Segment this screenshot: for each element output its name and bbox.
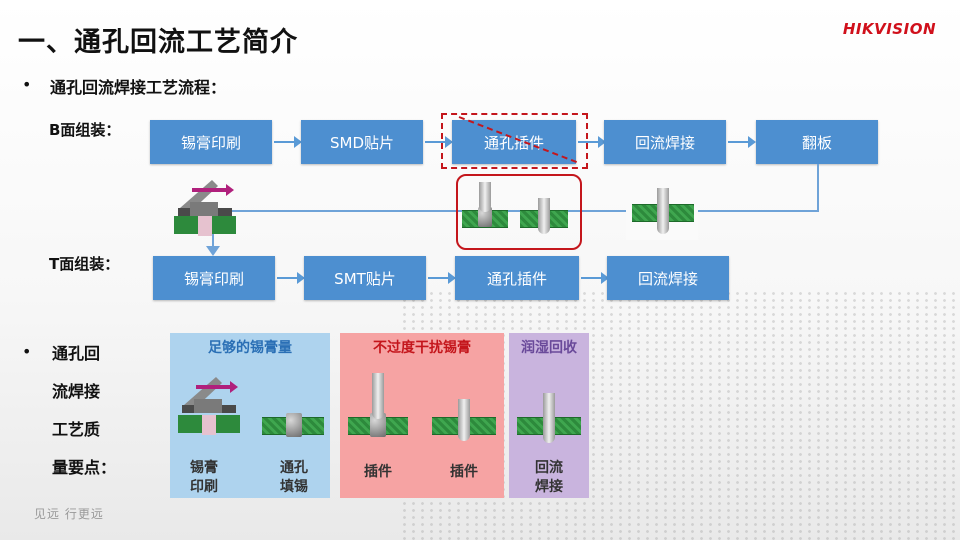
highlight-dashed-box: [441, 113, 588, 169]
panel-caption: 插件: [450, 464, 478, 480]
bullet-dot: •: [22, 75, 32, 94]
component-pin-icon: [479, 182, 491, 212]
arrow-icon: [428, 272, 456, 284]
bullet-quality-line-1: 通孔回: [52, 344, 101, 363]
t-step-2: SMT贴片: [304, 256, 426, 300]
quality-panel-wetting: 润湿回收 回流 焊接: [509, 333, 589, 498]
component-pin-icon: [543, 393, 555, 443]
b-step-5: 翻板: [756, 120, 878, 164]
footer-slogan: 见远 行更远: [34, 507, 104, 521]
t-step-3: 通孔插件: [455, 256, 579, 300]
arrow-icon: [578, 136, 606, 148]
panel-caption: 锡膏 印刷: [184, 459, 224, 497]
t-step-4: 回流焊接: [607, 256, 729, 300]
caption-line: 回流: [535, 460, 563, 476]
bullet-process-flow: 通孔回流焊接工艺流程：: [50, 78, 227, 97]
panel-caption: 插件: [364, 464, 392, 480]
b-step-4: 回流焊接: [604, 120, 726, 164]
panel-caption: 回流 焊接: [529, 459, 569, 497]
caption-line: 印刷: [190, 479, 218, 495]
component-pin-icon: [458, 399, 470, 441]
hikvision-logo: HIKVISION: [843, 20, 936, 38]
panel-title: 润湿回收: [521, 340, 577, 356]
arrow-icon: [581, 272, 609, 284]
caption-line: 锡膏: [190, 460, 218, 476]
logo-text: HIKVISION: [842, 20, 936, 38]
solder-paste-icon: [286, 413, 302, 437]
solder-paste-icon: [478, 207, 492, 227]
b-step-2: SMD贴片: [301, 120, 423, 164]
arrow-icon: [277, 272, 305, 284]
arrow-down-icon: [206, 246, 220, 256]
stencil-printing-icon: [174, 180, 236, 236]
b-side-label: B面组装：: [49, 121, 121, 139]
t-side-label: T面组装：: [49, 255, 120, 273]
highlight-insertion-box: [456, 174, 582, 250]
b-step-3: 通孔插件: [452, 120, 576, 164]
caption-line: 焊接: [535, 479, 563, 495]
bullet-quality-line-2: 流焊接: [52, 382, 101, 401]
panel-title: 不过度干扰锡膏: [373, 340, 471, 356]
component-pin-icon: [538, 198, 550, 234]
bullet-quality-line-4: 量要点：: [52, 458, 117, 477]
panel-title: 足够的锡膏量: [208, 340, 292, 356]
quality-panel-paste: 足够的锡膏量 锡膏 印刷 通孔 填锡: [170, 333, 330, 498]
component-pin-icon: [657, 188, 669, 234]
arrow-icon: [425, 136, 453, 148]
slide-title: 一、通孔回流工艺简介: [18, 27, 298, 58]
arrow-icon: [728, 136, 756, 148]
highlight-diagonal-icon: [458, 116, 580, 164]
solder-paste-icon: [370, 413, 386, 437]
connector-line: [817, 164, 819, 211]
bullet-quality-line-3: 工艺质: [52, 420, 101, 439]
quality-panel-insert: 不过度干扰锡膏 插件 插件: [340, 333, 504, 498]
b-step-1: 锡膏印刷: [150, 120, 272, 164]
panel-caption: 通孔 填锡: [274, 459, 314, 497]
arrow-icon: [274, 136, 302, 148]
t-step-1: 锡膏印刷: [153, 256, 275, 300]
caption-line: 填锡: [280, 479, 308, 495]
caption-line: 通孔: [280, 460, 308, 476]
bullet-dot: •: [22, 342, 32, 361]
stencil-printing-icon: [178, 377, 240, 435]
component-pin-icon: [372, 373, 384, 419]
connector-line: [212, 210, 819, 212]
